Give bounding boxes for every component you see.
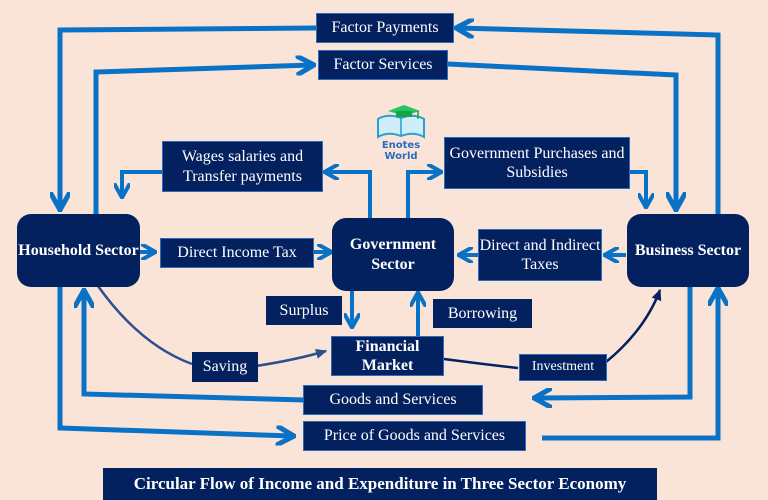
household-sector: Household Sector — [17, 214, 140, 287]
direct-income-tax-box: Direct Income Tax — [160, 238, 314, 268]
arrow-price-out — [542, 290, 718, 441]
investment-box: Investment — [519, 354, 607, 381]
government-sector: Government Sector — [332, 218, 454, 291]
arrow-wages-in — [326, 172, 372, 218]
book-graduation-cap-icon — [377, 105, 425, 139]
logo-text: Enotes World — [381, 140, 421, 162]
saving-box: Saving — [192, 352, 258, 382]
financial-market-box: Financial Market — [331, 336, 444, 376]
diagram-title: Circular Flow of Income and Expenditure … — [103, 468, 657, 500]
goods-services-box: Goods and Services — [303, 385, 483, 415]
wages-transfer-box: Wages salaries and Transfer payments — [162, 141, 323, 192]
arrow-factor-services-out — [447, 61, 676, 208]
arrow-factor-services-in — [93, 65, 312, 215]
surplus-box: Surplus — [266, 296, 342, 325]
borrowing-box: Borrowing — [433, 299, 532, 328]
arrow-goods-in — [536, 285, 693, 398]
arrow-investment-curve-out — [605, 288, 662, 363]
gov-purchases-box: Government Purchases and Subsidies — [444, 137, 630, 189]
direct-indirect-taxes-box: Direct and Indirect Taxes — [478, 229, 602, 281]
arrow-saving-curve-out — [255, 348, 328, 368]
arrow-factor-payments-in — [458, 28, 721, 215]
factor-payments-box: Factor Payments — [316, 13, 454, 43]
price-goods-services-box: Price of Goods and Services — [303, 421, 526, 451]
arrow-price-in — [57, 285, 292, 436]
enotes-world-logo: Enotes World — [366, 103, 436, 162]
arrow-factor-payments-out — [60, 25, 317, 208]
arrow-gov-purchases-in — [406, 172, 440, 218]
business-sector: Business Sector — [627, 214, 749, 287]
arrow-goods-out — [84, 292, 305, 403]
factor-services-box: Factor Services — [318, 50, 448, 80]
arrow-wages-out — [122, 170, 162, 196]
arrow-investment-curve-in — [443, 357, 519, 370]
arrow-saving-curve-in — [96, 285, 193, 366]
